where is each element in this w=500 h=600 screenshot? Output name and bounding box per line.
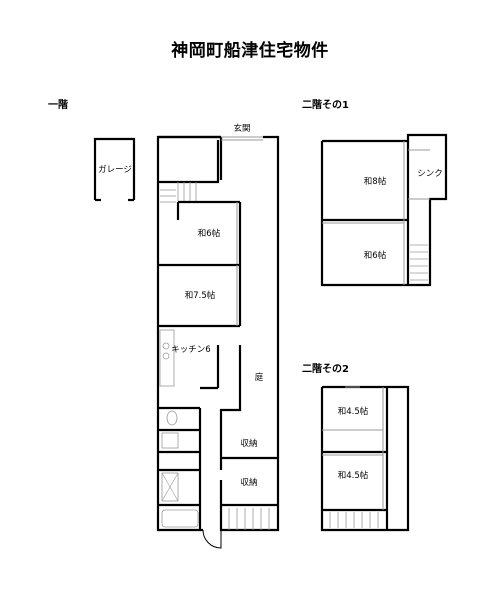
stair-3 [410, 244, 428, 281]
label-garage: ガレージ [98, 164, 132, 175]
label-washitsu-6: 和6帖 [198, 228, 221, 239]
entrance [221, 136, 263, 141]
wet-area [158, 406, 202, 530]
label-washitsu-4-5-a: 和4.5帖 [338, 406, 369, 417]
floor2-part1-plan [320, 133, 448, 287]
storage-rooms [221, 456, 278, 507]
floor1-plan [93, 135, 280, 549]
label-washitsu-8: 和8帖 [364, 176, 387, 187]
label-sink: シンク [417, 169, 443, 179]
room-washitsu-6 [178, 200, 242, 265]
room-kitchen [159, 329, 220, 390]
floor2-part1-outline [320, 133, 448, 287]
floor2-part1-heading: 二階その1 [302, 100, 349, 111]
floor2-part2-plan [320, 385, 410, 532]
door-swing [202, 529, 222, 549]
label-storage-2: 収納 [240, 477, 257, 488]
stair-4 [329, 512, 379, 528]
label-entrance: 玄関 [233, 123, 250, 134]
stair-2 [228, 508, 270, 530]
floor2-part2-heading: 二階その2 [302, 364, 349, 375]
label-washitsu-7-5: 和7.5帖 [185, 290, 216, 301]
label-garden: 庭 [255, 372, 264, 383]
label-kitchen: キッチン6 [171, 345, 210, 355]
room-washitsu-7-5 [158, 263, 242, 328]
garage [93, 137, 136, 202]
stair-1 [160, 182, 197, 203]
label-storage-1: 収納 [240, 438, 257, 449]
label-washitsu-4-5-b: 和4.5帖 [338, 470, 369, 481]
label-washitsu-6-2f: 和6帖 [364, 250, 387, 261]
floor2-part2-outline [320, 385, 410, 532]
floor1-heading: 一階 [48, 100, 68, 111]
page-title: 神岡町船津住宅物件 [171, 41, 329, 61]
